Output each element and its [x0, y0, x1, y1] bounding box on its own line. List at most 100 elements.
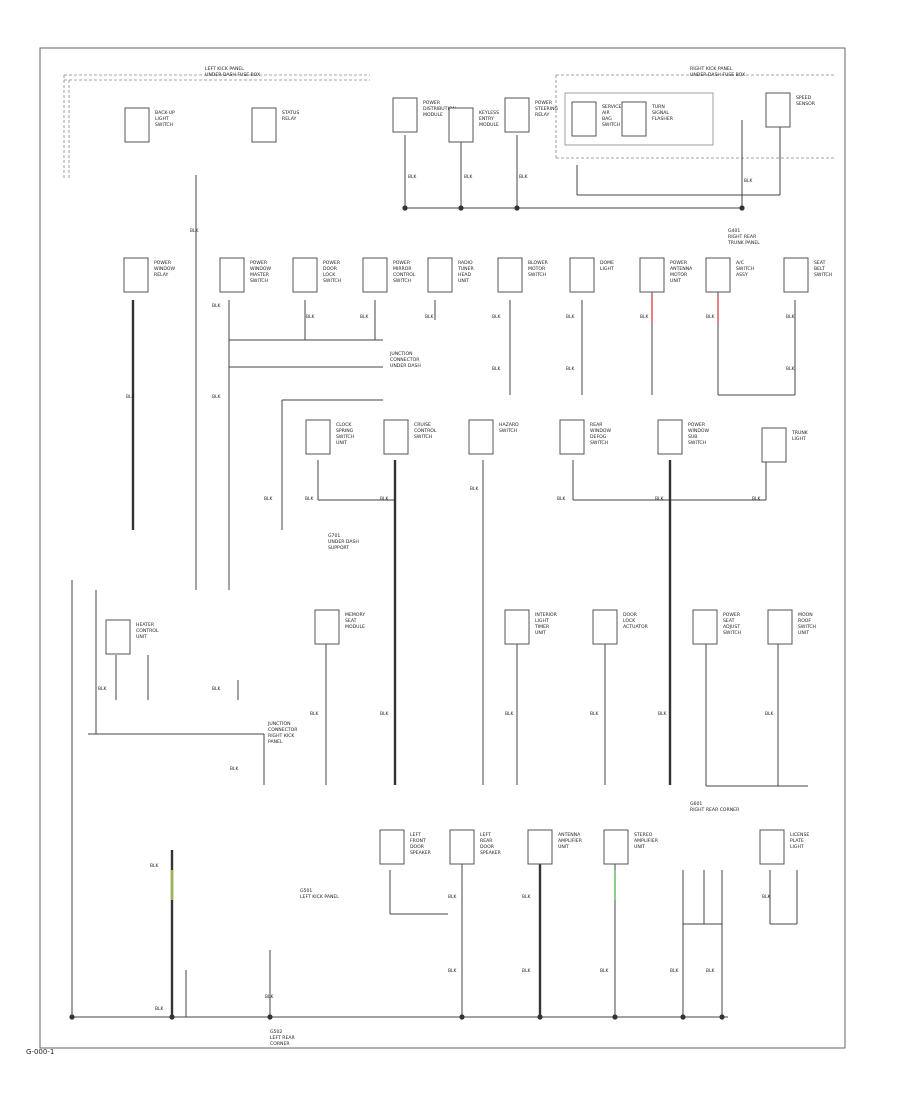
wire-color-label: BLK — [264, 496, 272, 502]
wire-color-label: BLK — [230, 766, 238, 772]
diagram-code: G-000-1 — [26, 1048, 55, 1056]
wire-color-label: BLK — [265, 994, 273, 1000]
wire-color-label: BLK — [212, 686, 220, 692]
wire-color-label: BLK — [658, 711, 666, 717]
colored-wire-segments — [171, 295, 719, 900]
wire-color-label: BLK — [706, 314, 714, 320]
wire-color-label: BLK — [492, 366, 500, 372]
ground-points — [69, 205, 745, 1020]
wire-color-label: BLK — [765, 711, 773, 717]
wire-color-label: BLK — [425, 314, 433, 320]
wire-color-label: BLK — [408, 174, 416, 180]
thin-wires — [71, 120, 798, 1017]
wire-color-label: BLK — [655, 496, 663, 502]
dashed-zone-right — [555, 74, 834, 159]
wire-color-label: BLK — [566, 366, 574, 372]
wire-color-label: BLK — [744, 178, 752, 184]
wire-color-label: BLK — [786, 314, 794, 320]
wire-color-label: BLK — [505, 711, 513, 717]
wire-color-label: BLK — [380, 496, 388, 502]
wire-color-label: BLK — [360, 314, 368, 320]
wire-color-label: BLK — [600, 968, 608, 974]
wire-color-label: BLK — [752, 496, 760, 502]
dashed-zone-left — [63, 74, 370, 180]
wire-color-label: BLK — [492, 314, 500, 320]
wire-color-label: BLK — [762, 894, 770, 900]
wire-color-label: BLK — [380, 711, 388, 717]
wire-color-label: BLK — [640, 314, 648, 320]
heavy-wires — [131, 300, 672, 1017]
wire-color-label: BLK — [305, 496, 313, 502]
wire-color-label: BLK — [557, 496, 565, 502]
wire-color-label: BLK — [786, 366, 794, 372]
wire-color-label: BLK — [126, 394, 134, 400]
wire-color-label: BLK — [470, 486, 478, 492]
wire-color-label: BLK — [590, 711, 598, 717]
